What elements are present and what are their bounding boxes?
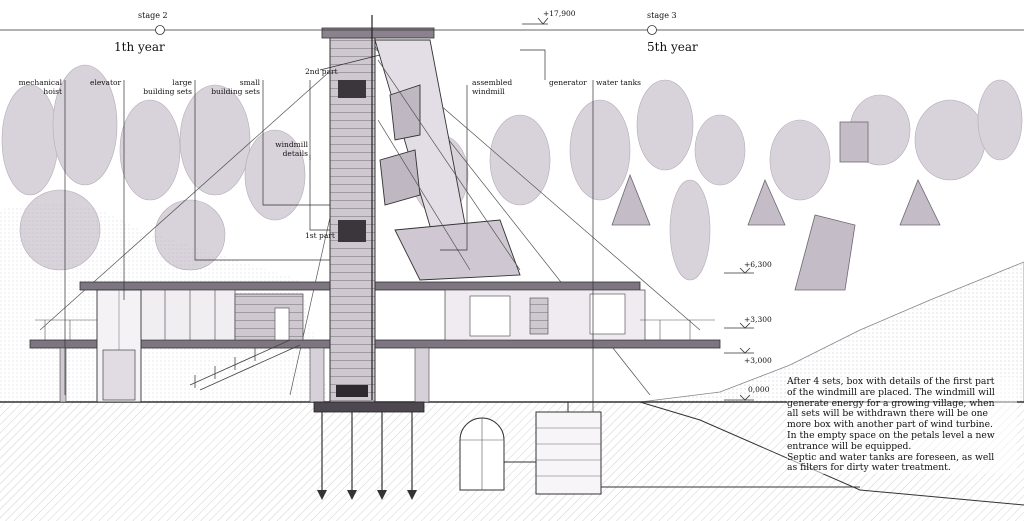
label-windmill-details: windmill details — [275, 140, 308, 158]
label-small-building-sets: small building sets — [211, 78, 260, 96]
elevation-markers — [522, 17, 754, 401]
level-3000: +3,000 — [744, 356, 772, 365]
elevator-shaft — [96, 289, 142, 403]
hillside — [639, 261, 1024, 403]
description-text: After 4 sets, box with details of the fi… — [787, 376, 1017, 475]
central-tower — [313, 15, 435, 413]
label-large-building-sets: large building sets — [143, 78, 192, 96]
label-generator: generator — [549, 78, 587, 87]
level-0000: 0,000 — [748, 385, 770, 394]
septic-tank — [459, 417, 505, 491]
label-mechanical-hoist: mechanical hoist — [18, 78, 62, 96]
label-water-tanks: water tanks — [596, 78, 642, 87]
stage-2-year: 1th year — [114, 40, 165, 54]
label-2nd-part: 2nd part — [305, 67, 338, 76]
elevation-top: +17,900 — [543, 9, 576, 18]
callout-lines — [64, 49, 594, 412]
forest-background — [1, 64, 1023, 281]
water-tank — [504, 402, 860, 495]
level-3300: +3,300 — [744, 315, 772, 324]
label-assembled-windmill: assembled windmill — [472, 78, 513, 96]
distant-cabins — [611, 121, 941, 291]
stage-3-label: stage 3 — [647, 11, 677, 20]
stage-3-year: 5th year — [647, 40, 698, 54]
level-6300: +6,300 — [744, 260, 772, 269]
label-elevator: elevator — [90, 78, 122, 87]
screw-piles — [317, 412, 417, 500]
label-1st-part: 1st part — [305, 231, 335, 240]
stage-timeline — [0, 25, 1024, 35]
stage-2-label: stage 2 — [138, 11, 168, 20]
